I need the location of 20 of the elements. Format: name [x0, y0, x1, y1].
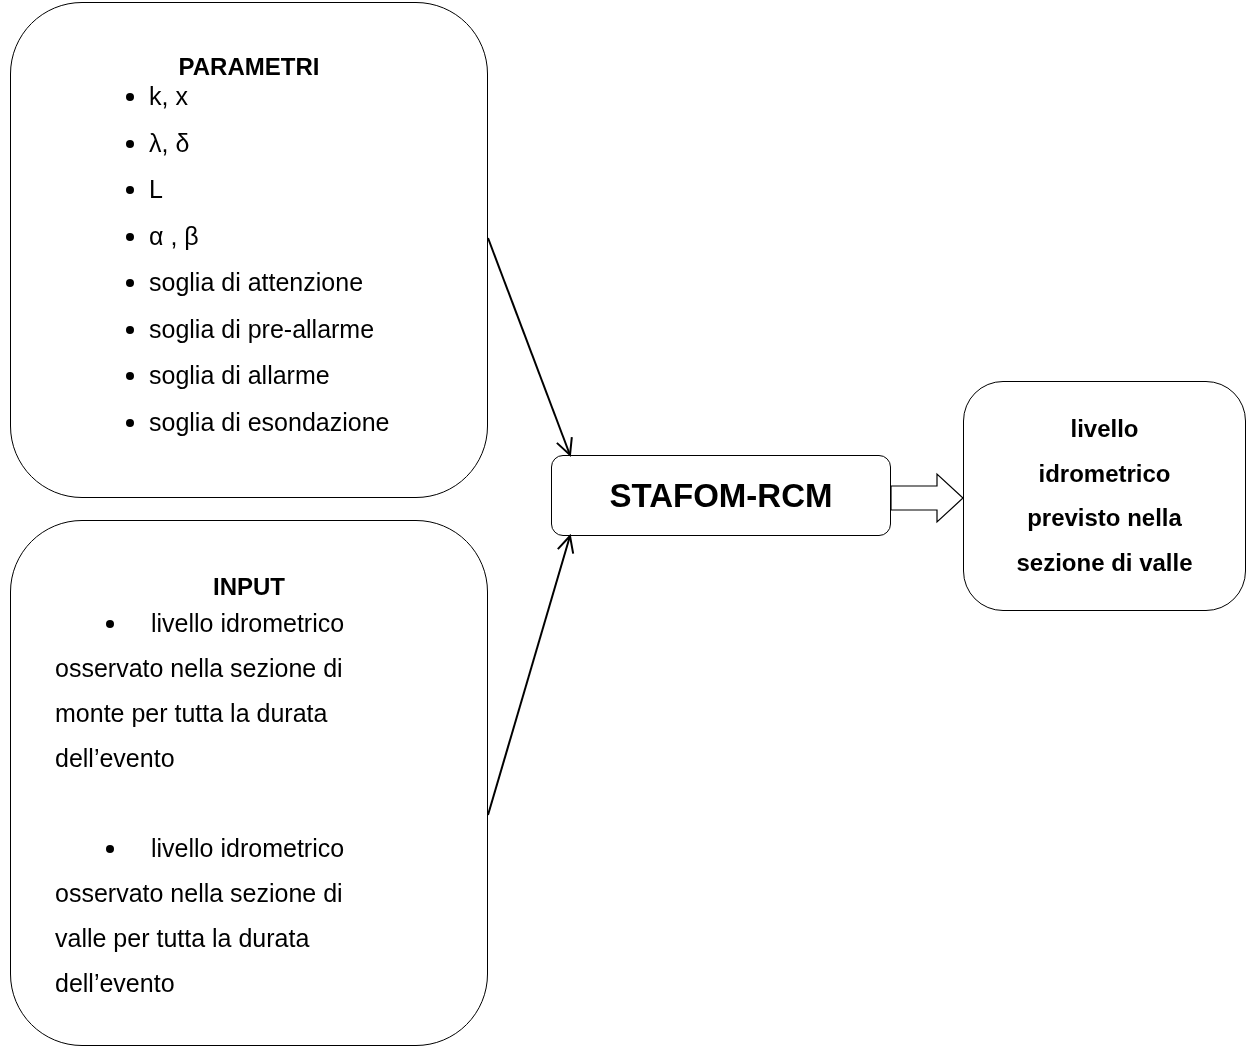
box-title: STAFOM-RCM: [609, 476, 833, 515]
list-item: livello idrometrico osservato nella sezione di monte per tutta la durata dell’evento: [55, 608, 346, 774]
list-item: L: [149, 166, 487, 213]
rounded-box: [10, 520, 488, 1046]
list-item: soglia di allarme: [149, 352, 487, 399]
rounded-box: [963, 381, 1246, 611]
box-heading: PARAMETRI: [177, 53, 321, 81]
box-heading: INPUT: [212, 573, 286, 601]
box-text: livello idrometrico previsto nella sezione di valle: [1015, 414, 1194, 578]
list-item: soglia di pre-allarme: [149, 305, 487, 352]
list-item: soglia di esondazione: [149, 398, 487, 445]
block-arrow: [890, 472, 964, 524]
arrow: [487, 535, 575, 816]
list-item: livello idrometrico osservato nella sezione di valle per tutta la durata dell’evento: [55, 833, 346, 999]
process-box: [551, 455, 891, 536]
arrow: [487, 237, 573, 456]
list-item: λ, δ: [149, 119, 487, 166]
list-item: α , β: [149, 212, 487, 259]
rounded-box: [10, 2, 488, 498]
list-item: soglia di attenzione: [149, 259, 487, 306]
